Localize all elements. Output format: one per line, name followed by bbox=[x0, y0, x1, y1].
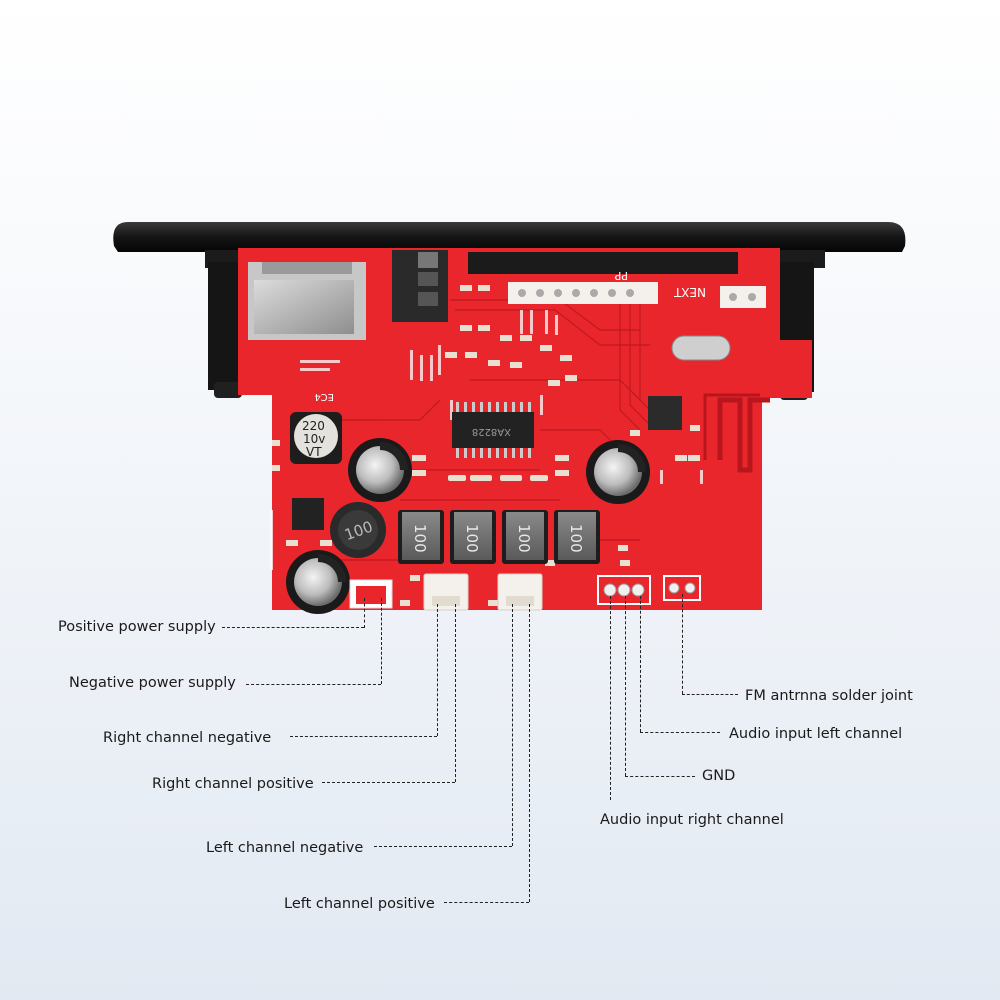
leader-fm-v bbox=[682, 594, 683, 694]
audio-board-illustration: PP NEXT XA8228 bbox=[113, 222, 906, 614]
leader-left-pos-h bbox=[444, 902, 529, 903]
left-speaker-connector bbox=[497, 573, 543, 611]
electrolytic-capacitor-left bbox=[348, 438, 412, 502]
label-right-channel-negative: Right channel negative bbox=[103, 730, 272, 746]
regulator-chip bbox=[292, 498, 324, 530]
leader-left-neg-h bbox=[374, 846, 512, 847]
leader-fm-h bbox=[682, 694, 738, 695]
leader-right-neg-h bbox=[290, 736, 437, 737]
leader-audio-left-h bbox=[640, 732, 720, 733]
cap-label-1: 220 bbox=[302, 419, 325, 433]
label-left-channel-negative: Left channel negative bbox=[206, 840, 364, 856]
leader-left-pos-v bbox=[529, 604, 530, 902]
label-positive-power-supply: Positive power supply bbox=[58, 619, 216, 635]
amplifier-ic bbox=[452, 402, 534, 458]
bluetooth-chip bbox=[648, 396, 682, 430]
inductor-1 bbox=[398, 510, 444, 564]
leader-audio-right-v bbox=[610, 596, 611, 800]
leader-right-pos-h bbox=[322, 782, 455, 783]
label-left-channel-positive: Left channel positive bbox=[284, 896, 435, 912]
leader-right-pos-v bbox=[455, 604, 456, 782]
silk-next: NEXT bbox=[673, 285, 706, 299]
inductor-4 bbox=[554, 510, 600, 564]
power-connector bbox=[349, 579, 393, 609]
amplifier-ic-label: XA8228 bbox=[472, 426, 511, 437]
leader-negative-power-v bbox=[381, 598, 382, 684]
label-audio-input-left-channel: Audio input left channel bbox=[729, 726, 903, 742]
inductor-3-label: 100 bbox=[515, 524, 533, 553]
leader-positive-power-v bbox=[364, 598, 365, 628]
leader-left-neg-v bbox=[512, 604, 513, 846]
electrolytic-capacitor-bottom bbox=[286, 550, 350, 614]
capacitor-220uf bbox=[290, 412, 342, 464]
inductor-2 bbox=[450, 510, 496, 564]
cap-label-2: 10v bbox=[303, 432, 325, 446]
label-gnd: GND bbox=[702, 768, 736, 784]
leader-right-neg-v bbox=[437, 604, 438, 736]
label-fm-antenna-solder-joint: FM antrnna solder joint bbox=[745, 688, 913, 704]
cap-label-3: VT bbox=[306, 445, 322, 459]
top-pin-header bbox=[468, 252, 766, 308]
leader-gnd-h bbox=[625, 776, 695, 777]
leader-negative-power-h bbox=[246, 684, 381, 685]
crystal-oscillator bbox=[671, 335, 731, 361]
audio-input-pads bbox=[597, 575, 651, 605]
label-right-channel-positive: Right channel positive bbox=[152, 776, 314, 792]
silk-pp: PP bbox=[614, 269, 628, 282]
label-negative-power-supply: Negative power supply bbox=[69, 675, 236, 691]
leader-gnd-v bbox=[625, 596, 626, 776]
silk-ec4: EC4 bbox=[314, 391, 334, 402]
inductor-1-label: 100 bbox=[411, 524, 429, 553]
electrolytic-capacitor-right bbox=[586, 440, 650, 504]
inductor-4-label: 100 bbox=[567, 524, 585, 553]
label-audio-input-right-channel: Audio input right channel bbox=[600, 812, 784, 828]
sd-card-slot bbox=[248, 262, 366, 340]
round-inductor bbox=[330, 502, 386, 558]
button-block bbox=[392, 250, 448, 322]
leader-audio-left-v bbox=[640, 596, 641, 732]
inductor-3 bbox=[502, 510, 548, 564]
leader-positive-power-h bbox=[222, 627, 364, 628]
inductor-2-label: 100 bbox=[463, 524, 481, 553]
right-speaker-connector bbox=[423, 573, 469, 611]
